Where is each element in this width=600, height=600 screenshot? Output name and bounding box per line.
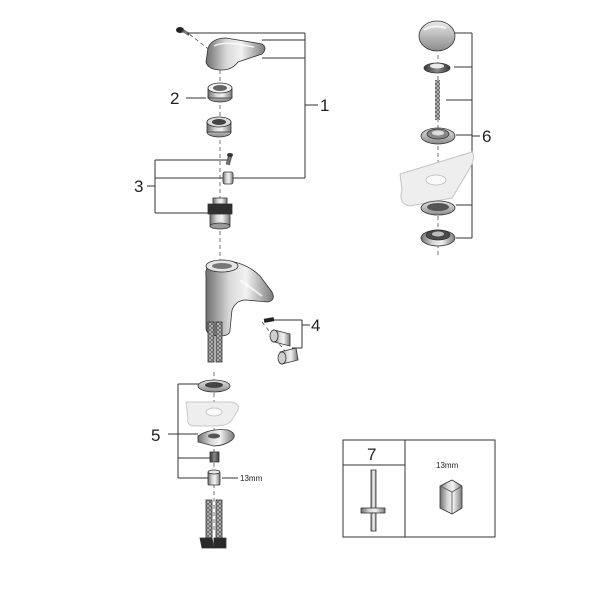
wrench-size-label: 13mm xyxy=(240,474,263,483)
callout-3-number: 3 xyxy=(134,177,143,196)
callout-3-leaders xyxy=(147,159,228,214)
callout-4-number: 4 xyxy=(311,316,320,335)
cartridge-tool-part xyxy=(360,469,386,532)
hose-connector-washer-part xyxy=(263,317,275,323)
body-shanks-part xyxy=(207,321,223,363)
hose-connector-fitting-part xyxy=(269,329,291,347)
cartridge-insert-part xyxy=(222,171,234,185)
cap-ring-part xyxy=(207,82,233,103)
callout-7-number: 7 xyxy=(367,445,376,464)
tool-size-label: 13mm xyxy=(436,461,459,470)
callout-4-leaders xyxy=(272,319,310,349)
cartridge-nut-part xyxy=(206,116,232,138)
drain-gasket-part xyxy=(420,200,456,216)
hex-socket-tool-part xyxy=(439,479,463,515)
drain-rod-part xyxy=(435,80,440,120)
callout-1-number: 1 xyxy=(320,96,329,115)
mounting-ring-part xyxy=(197,379,231,393)
mounting-nut-part xyxy=(207,469,221,486)
drain-plug-seal-part xyxy=(423,62,451,74)
basin-ghost xyxy=(399,151,475,207)
hose-connector-nut-part xyxy=(277,347,299,365)
lever-handle-part xyxy=(205,37,266,71)
grub-screw-part xyxy=(176,27,190,36)
callout-2-number: 2 xyxy=(170,89,179,108)
mounting-washer-part xyxy=(209,451,220,463)
cartridge-screw-part xyxy=(225,153,233,166)
drain-flange-part xyxy=(420,127,456,145)
callout-5-leaders xyxy=(168,383,212,479)
sink-deck-ghost xyxy=(185,401,239,427)
flex-hoses-part xyxy=(199,499,227,549)
drain-plug-cap-part xyxy=(418,20,456,52)
callout-6-number: 6 xyxy=(482,127,491,146)
tool-box xyxy=(342,439,496,538)
mounting-horseshoe-part xyxy=(197,429,235,447)
callout-1-leaders xyxy=(188,32,318,179)
callout-5-number: 5 xyxy=(151,426,160,445)
drain-body-nut-part xyxy=(420,229,456,247)
callout-6-leaders xyxy=(446,32,480,239)
cartridge-part xyxy=(207,197,233,230)
faucet-body-part xyxy=(205,259,274,337)
